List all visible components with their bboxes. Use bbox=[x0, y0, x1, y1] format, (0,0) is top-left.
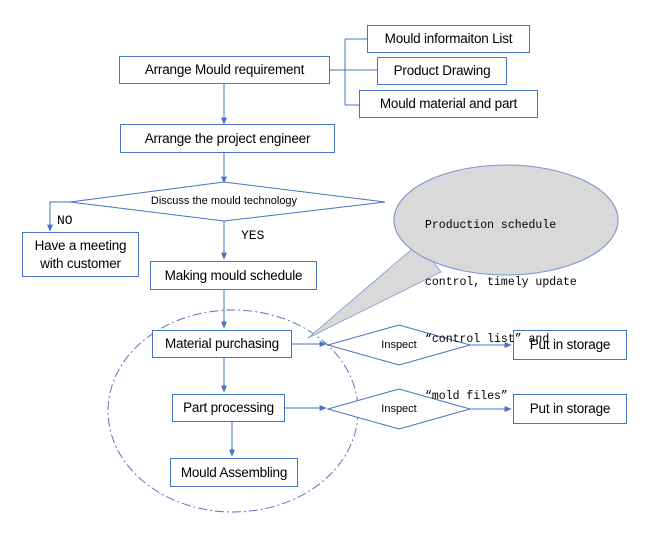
node-label-line1: Have a meeting bbox=[34, 237, 127, 253]
node-product-drawing[interactable]: Product Drawing bbox=[377, 57, 507, 85]
node-label: Mould Assembling bbox=[180, 464, 288, 480]
node-have-meeting-with-customer[interactable]: Have a meeting with customer bbox=[22, 232, 139, 277]
edge-label-text: YES bbox=[241, 228, 265, 243]
node-inspect-material[interactable]: Inspect bbox=[349, 339, 449, 351]
callout-text-block: Production schedule control, timely upda… bbox=[425, 179, 615, 445]
node-label: Mould informaiton List bbox=[384, 31, 513, 47]
diamond-discuss bbox=[69, 181, 386, 222]
node-put-in-storage-part[interactable]: Put in storage bbox=[513, 394, 627, 424]
callout-line-4: “mold files” bbox=[425, 389, 508, 403]
callout-tail bbox=[307, 242, 442, 339]
callout-bubble bbox=[393, 164, 619, 276]
node-mould-information-list[interactable]: Mould informaiton List bbox=[367, 25, 530, 53]
node-label: Making mould schedule bbox=[164, 267, 303, 283]
node-making-mould-schedule[interactable]: Making mould schedule bbox=[150, 261, 317, 290]
node-material-purchasing[interactable]: Material purchasing bbox=[152, 330, 292, 358]
requirement-branch-lines bbox=[330, 38, 377, 106]
node-label: Arrange the project engineer bbox=[144, 130, 311, 146]
edge-label-no: NO bbox=[57, 213, 73, 228]
node-label: Put in storage bbox=[529, 401, 611, 417]
node-label: Inspect bbox=[381, 339, 417, 351]
node-discuss-mould-technology[interactable]: Discuss the mould technology bbox=[124, 195, 324, 207]
node-label: Product Drawing bbox=[393, 63, 491, 79]
callout-line-3: “control list” and bbox=[425, 332, 550, 346]
node-label: Part processing bbox=[183, 400, 274, 416]
node-put-in-storage-material[interactable]: Put in storage bbox=[513, 330, 627, 360]
node-arrange-project-engineer[interactable]: Arrange the project engineer bbox=[120, 124, 335, 153]
edge-label-text: NO bbox=[57, 213, 73, 228]
node-mould-assembling[interactable]: Mould Assembling bbox=[170, 458, 298, 487]
node-label: Arrange Mould requirement bbox=[144, 62, 305, 78]
callout-line-1: Production schedule bbox=[425, 218, 557, 232]
node-part-processing[interactable]: Part processing bbox=[172, 394, 285, 422]
node-mould-material-and-part[interactable]: Mould material and part bbox=[359, 90, 538, 118]
edge-label-yes: YES bbox=[241, 228, 264, 243]
node-label-line2: with customer bbox=[40, 255, 121, 271]
node-inspect-part[interactable]: Inspect bbox=[349, 403, 449, 415]
node-label: Discuss the mould technology bbox=[150, 195, 298, 207]
edge-discuss-no bbox=[47, 201, 70, 232]
callout-line-2: control, timely update bbox=[425, 275, 577, 289]
node-label: Put in storage bbox=[529, 337, 611, 353]
node-label: Material purchasing bbox=[164, 336, 279, 352]
node-arrange-mould-requirement[interactable]: Arrange Mould requirement bbox=[119, 56, 330, 84]
node-label: Inspect bbox=[381, 403, 417, 415]
node-label: Mould material and part bbox=[379, 96, 518, 112]
